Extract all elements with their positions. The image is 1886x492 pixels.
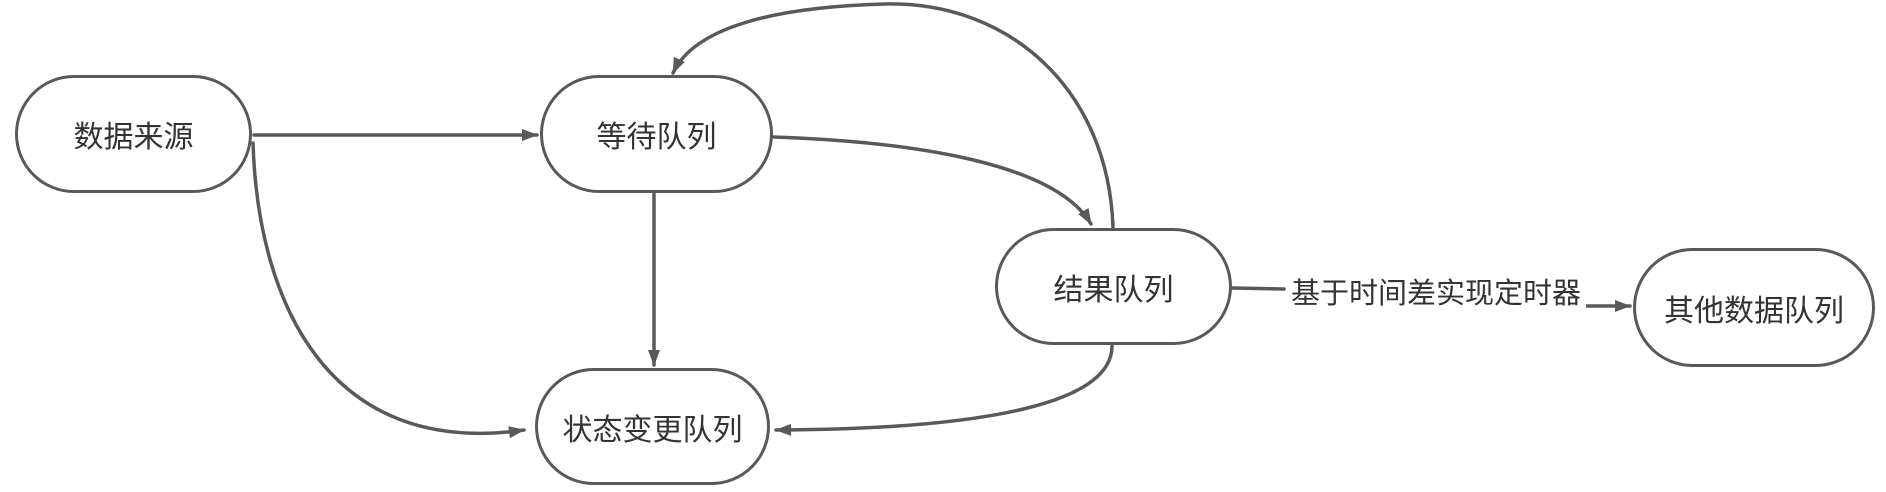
edge-result-to-status	[774, 344, 1114, 436]
node-other-data-queue: 其他数据队列	[1633, 248, 1875, 367]
node-other-data-queue-label: 其他数据队列	[1664, 294, 1844, 328]
node-status-change-queue: 状态变更队列	[535, 368, 770, 485]
edge-result-to-other-line	[1230, 286, 1286, 291]
edge-label-timer: 基于时间差实现定时器	[1286, 276, 1586, 312]
node-data-source-label: 数据来源	[73, 121, 194, 154]
edge-result-to-waiting	[671, 2, 1115, 229]
edge-source-to-status	[251, 141, 526, 439]
edge-waiting-to-result	[772, 135, 1093, 226]
node-waiting-queue-label: 等待队列	[596, 121, 717, 154]
node-result-queue: 结果队列	[995, 228, 1232, 345]
node-result-queue-label: 结果队列	[1053, 273, 1174, 307]
node-status-change-queue-label: 状态变更队列	[562, 413, 743, 447]
node-data-source: 数据来源	[15, 75, 252, 193]
node-waiting-queue: 等待队列	[540, 75, 773, 193]
